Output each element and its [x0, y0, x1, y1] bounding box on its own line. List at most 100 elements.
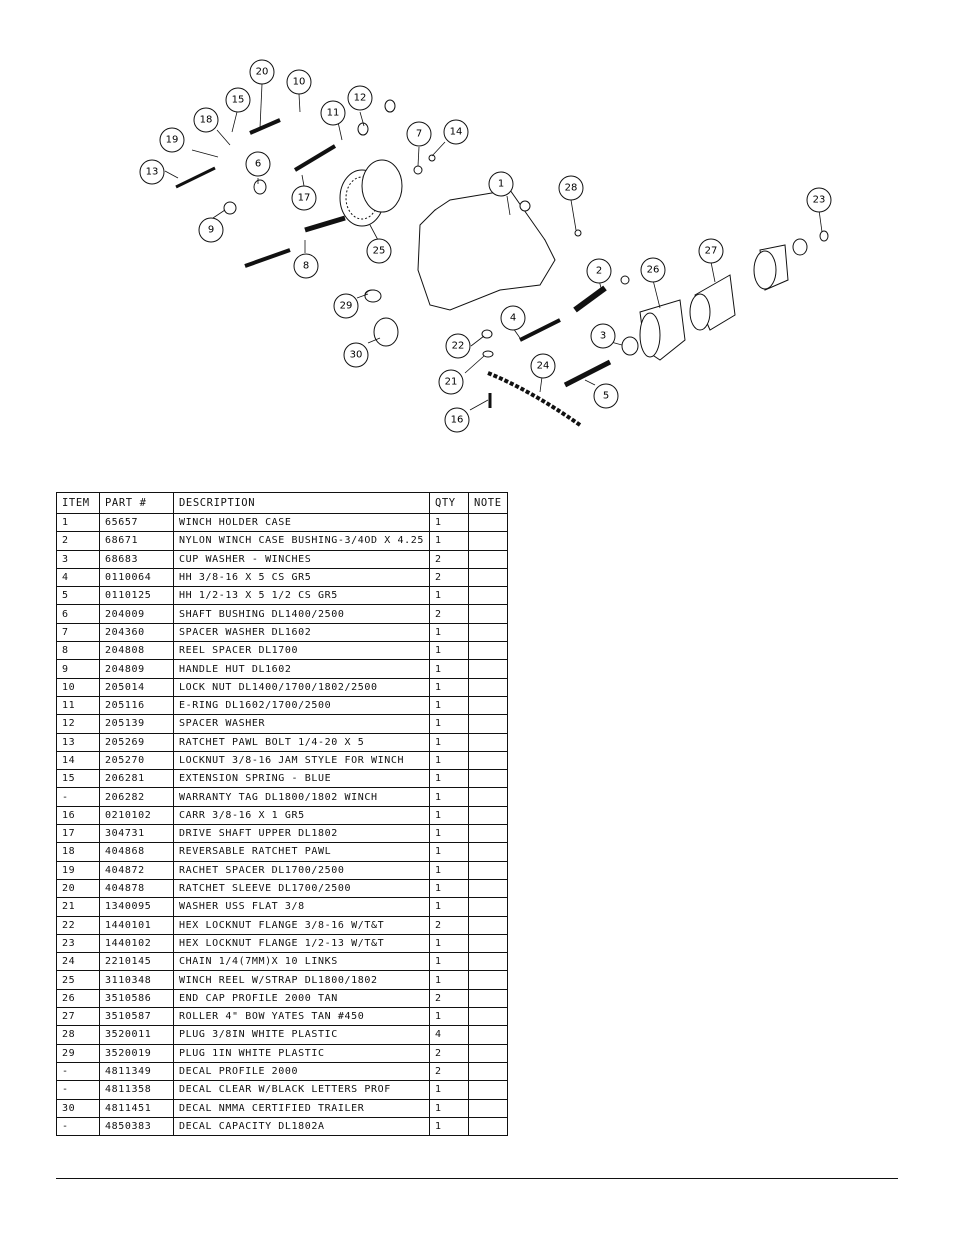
callout-label: 28 — [565, 183, 578, 194]
cell-part-number: 1340095 — [99, 897, 174, 917]
cell-item: - — [56, 1116, 100, 1137]
callout-bubble: 26 — [640, 257, 666, 283]
cell-item: 19 — [56, 860, 100, 880]
cell-item: 23 — [56, 933, 100, 954]
cell-description: CARR 3/8-16 X 1 GR5 — [173, 805, 430, 826]
callout-bubble: 7 — [406, 121, 432, 147]
callout-bubble: 6 — [245, 151, 271, 177]
cell-part-number: 1440101 — [99, 915, 174, 935]
cell-item: 18 — [56, 842, 100, 862]
cell-note — [467, 1043, 508, 1063]
cell-part-number: 3110348 — [99, 970, 174, 990]
cell-item: 30 — [56, 1098, 100, 1118]
callout-circle — [291, 185, 317, 211]
cell-qty: 1 — [428, 659, 469, 679]
callout-label: 10 — [293, 77, 306, 88]
cell-item: 8 — [56, 641, 100, 661]
cell-description: DECAL PROFILE 2000 — [173, 1061, 430, 1082]
cell-note — [467, 769, 508, 789]
cell-description: RATCHET SLEEVE DL1700/2500 — [173, 878, 430, 899]
cell-part-number: 3520011 — [99, 1025, 174, 1045]
cell-part-number: 204808 — [99, 641, 174, 661]
cell-note — [467, 750, 508, 771]
cell-part-number: 4811349 — [99, 1061, 174, 1082]
callout-label: 30 — [350, 350, 363, 361]
footer-rule — [56, 1178, 898, 1179]
callout-bubble: 15 — [225, 87, 251, 113]
callout-circle — [333, 293, 359, 319]
cell-note — [467, 1061, 508, 1082]
callout-label: 24 — [537, 361, 550, 372]
callout-bubble: 10 — [286, 69, 312, 95]
cell-qty: 1 — [428, 677, 469, 697]
callout-bubble: 12 — [347, 85, 373, 111]
header-item: ITEM — [56, 492, 100, 514]
callout-bubble: 2 — [586, 258, 612, 284]
callout-label: 1 — [498, 179, 504, 190]
cell-part-number: 0110125 — [99, 586, 174, 606]
callout-bubble: 5 — [593, 383, 619, 409]
callout-label: 13 — [146, 167, 159, 178]
cell-description: HEX LOCKNUT FLANGE 1/2-13 W/T&T — [173, 933, 430, 954]
callout-bubble: 19 — [159, 127, 185, 153]
callout-label: 19 — [166, 135, 179, 146]
cell-item: 29 — [56, 1043, 100, 1063]
callout-circle — [347, 85, 373, 111]
callout-label: 3 — [600, 331, 606, 342]
cell-qty: 2 — [428, 567, 469, 588]
cell-note — [467, 952, 508, 972]
callout-bubble: 1 — [488, 171, 514, 197]
callout-circle — [159, 127, 185, 153]
cell-item: 1 — [56, 512, 100, 533]
callout-circle — [193, 107, 219, 133]
cell-qty: 2 — [428, 549, 469, 569]
callout-bubble: 14 — [443, 119, 469, 145]
callout-label: 9 — [208, 225, 214, 236]
cell-qty: 1 — [428, 512, 469, 533]
callout-circle — [698, 238, 724, 264]
cell-description: EXTENSION SPRING - BLUE — [173, 769, 430, 789]
cell-description: HH 3/8-16 X 5 CS GR5 — [173, 567, 430, 588]
callout-bubble: 23 — [806, 187, 832, 213]
callout-label: 6 — [255, 159, 261, 170]
callout-bubble: 11 — [320, 100, 346, 126]
cell-note — [467, 805, 508, 826]
callout-label: 22 — [452, 341, 465, 352]
cell-description: WARRANTY TAG DL1800/1802 WINCH — [173, 787, 430, 807]
cell-note — [467, 586, 508, 606]
cell-qty: 1 — [428, 842, 469, 862]
header-note: NOTE — [467, 492, 508, 514]
cell-note — [467, 933, 508, 954]
cell-item: 14 — [56, 750, 100, 771]
cell-part-number: 205014 — [99, 677, 174, 697]
cell-item: 13 — [56, 732, 100, 752]
cell-qty: 1 — [428, 824, 469, 844]
cell-description: REEL SPACER DL1700 — [173, 641, 430, 661]
cell-part-number: 204009 — [99, 604, 174, 624]
callout-circle — [590, 323, 616, 349]
callout-bubble: 18 — [193, 107, 219, 133]
callout-bubble: 4 — [500, 305, 526, 331]
callout-bubble: 17 — [291, 185, 317, 211]
callout-circle — [488, 171, 514, 197]
cell-part-number: 68683 — [99, 549, 174, 569]
cell-note — [467, 641, 508, 661]
header-qty: QTY — [428, 492, 469, 514]
cell-qty: 1 — [428, 622, 469, 643]
cell-description: DECAL CLEAR W/BLACK LETTERS PROF — [173, 1080, 430, 1100]
cell-qty: 1 — [428, 933, 469, 954]
cell-item: 24 — [56, 952, 100, 972]
cell-qty: 1 — [428, 769, 469, 789]
